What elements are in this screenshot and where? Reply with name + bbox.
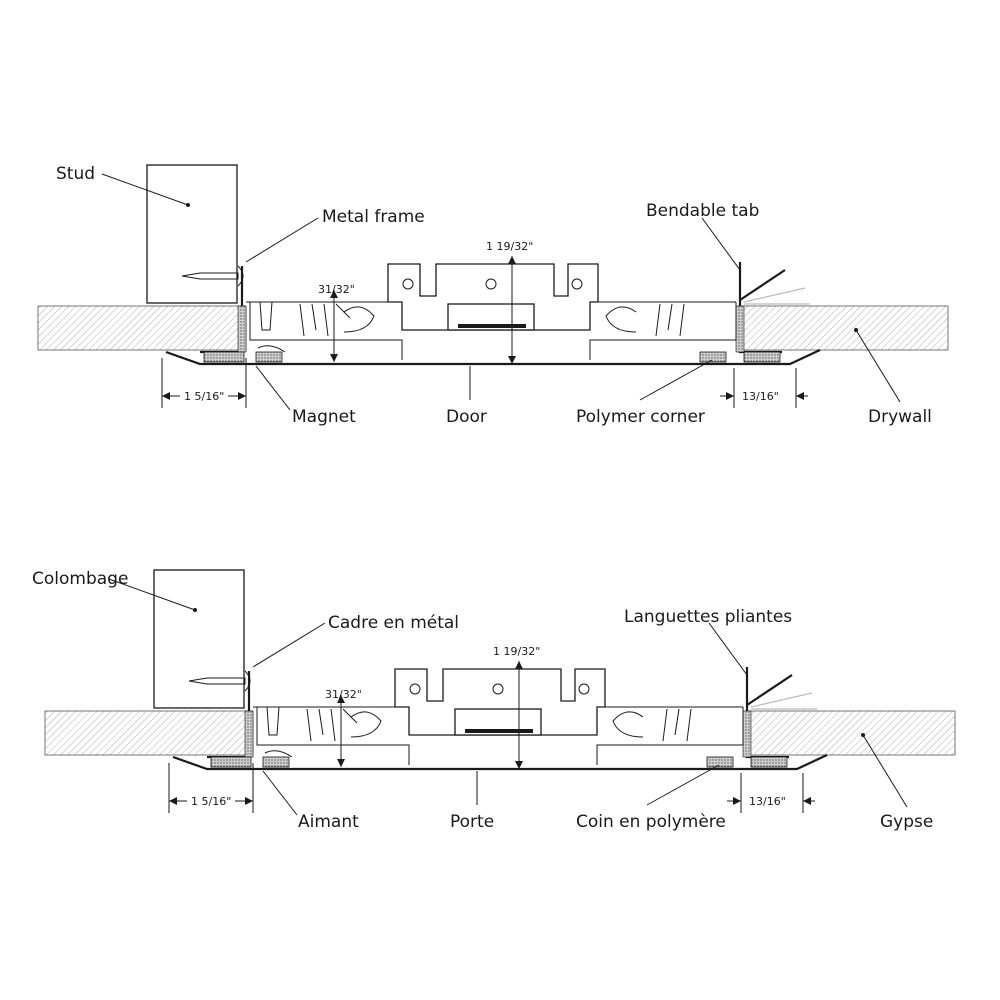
dim-right-offset: 13/16" [749, 795, 786, 808]
label-bendable-tab: Bendable tab [646, 201, 759, 221]
dim-right-offset: 13/16" [742, 390, 779, 403]
label-stud: Colombage [32, 569, 128, 589]
label-magnet: Magnet [292, 407, 356, 427]
dim-height-total: 1 19/32" [486, 240, 533, 253]
label-drywall: Drywall [868, 407, 932, 427]
label-magnet: Aimant [298, 812, 359, 832]
dim-left-offset: 1 5/16" [191, 795, 231, 808]
label-metal-frame: Cadre en métal [328, 613, 459, 633]
label-door: Porte [450, 812, 494, 832]
label-door: Door [446, 407, 487, 427]
label-metal-frame: Metal frame [322, 207, 425, 227]
label-polymer-corner: Coin en polymère [576, 812, 726, 832]
dim-height-inner: 31/32" [325, 688, 362, 701]
dim-height-inner: 31/32" [318, 283, 355, 296]
label-polymer-corner: Polymer corner [576, 407, 705, 427]
label-bendable-tab: Languettes pliantes [624, 607, 792, 627]
label-stud: Stud [56, 164, 95, 184]
label-drywall: Gypse [880, 812, 933, 832]
diagram-panel-french: Colombage Cadre en métal Languettes plia… [32, 568, 957, 832]
dim-height-total: 1 19/32" [493, 645, 540, 658]
dim-left-offset: 1 5/16" [184, 390, 224, 403]
diagram-panel-english: Stud Metal frame Bendable tab Magnet Doo… [36, 163, 950, 427]
